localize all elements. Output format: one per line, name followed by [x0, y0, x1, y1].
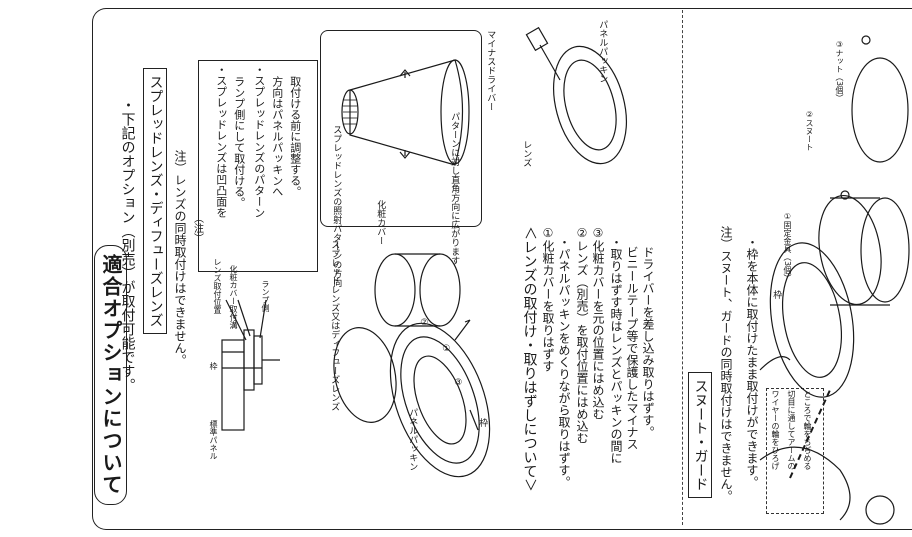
label-panel-packing: パネルパッキン: [407, 408, 418, 471]
lens-notes-box: [198, 60, 318, 272]
snoot-label-fixing-metal: ①固定金具（3個）: [783, 212, 792, 283]
removal-step-3: ③化粧カバーを元の位置にはめ込む: [591, 226, 605, 420]
label-spread-direction: スプレッドレンズの照射パターンの方向: [331, 125, 342, 287]
removal-heading: ＜レンズの取付け・取りはずしについて＞: [521, 226, 538, 492]
removal-step-4: ・取りはずす時はレンズとパッキンの間に: [609, 236, 623, 464]
label-frame-top: 枠: [209, 362, 218, 370]
removal-step-1: ①化粧カバーを取りはずす: [541, 226, 555, 372]
snoot-note: 注）スヌート、ガードの同時取付けはできません。: [719, 226, 733, 502]
label-decor-cover: 化粧カバー: [375, 200, 386, 245]
label-lens: レンズ: [521, 140, 532, 167]
label-minus-driver: マイナスドライバー: [485, 30, 496, 111]
section-divider: [682, 10, 683, 525]
snoot-label-frame: 枠: [771, 290, 782, 299]
label-frame-bottom: 枠: [477, 418, 488, 427]
handwritten-line-3: ところで輪をちぢめる: [803, 390, 812, 470]
label-lens-position: レンズ取付位置: [213, 258, 222, 314]
note-line-5: 取付ける前に調整する。: [288, 76, 302, 197]
spread-lens-pattern-drawing: [341, 59, 470, 166]
label-spread-perpendicular: パターンに対し直角方向に広がります: [449, 112, 460, 265]
handwritten-box: [766, 388, 824, 514]
label-lamp-side: ランプ側: [261, 280, 270, 312]
removal-step-2: ②レンズ（別売）を取付位置にはめ込む: [575, 226, 589, 444]
handwritten-line-1: ワイヤーの輪をひろげ: [771, 390, 780, 470]
lens-cross-section-diagram: [221, 299, 280, 431]
loose-lens-disc: [333, 327, 397, 423]
snoot-label-snoot: ②スヌート: [805, 110, 814, 151]
decor-cover-cylinder: [374, 253, 461, 327]
snoot-line-1: ・枠を本体に取付けたまま取付けができます。: [745, 236, 759, 488]
label-panel-packing-2: パネルパッキン: [597, 20, 608, 83]
lens-heading: スプレッドレンズ・ディフューズレンズ: [143, 68, 167, 334]
notes-head: （注）: [191, 213, 203, 243]
callout-1: ①: [441, 344, 452, 354]
removal-step-1-detail: ・パネルパッキンをめくりながら取りはずす。: [557, 236, 571, 488]
snoot-label-nut: ③ナット（3個）: [835, 40, 844, 103]
snoot-assembly-drawing: [759, 35, 910, 525]
note-line-2: ランプ側にして取付ける。: [232, 76, 246, 208]
page-title: 適合オプションについて: [94, 245, 127, 505]
note-line-4: 方向はパネルパッキンへ: [270, 76, 284, 197]
label-standard-panel: 標準パネル: [209, 420, 218, 460]
frame-and-packing-drawing: [389, 319, 491, 478]
lens-note: 注）レンズの同時取付けはできません。: [173, 150, 187, 366]
handwritten-line-2: 切目に通してアームの: [787, 390, 796, 470]
section-frame: [92, 8, 912, 530]
snoot-heading: スヌート・ガード: [688, 372, 712, 498]
label-cover-groove: 化粧カバー取付溝: [229, 265, 238, 329]
intro-text: ・下記のオプション（別売）が取付可能です。: [119, 98, 136, 392]
pattern-box: [320, 30, 482, 227]
lens-removal-drawing: [525, 26, 627, 165]
removal-step-6: ドライバーを差し込み取りはずす。: [641, 246, 655, 438]
note-line-3: ・スプレッドレンズのパターン: [252, 64, 266, 218]
note-line-1: ・スプレッドレンズは凹凸面を: [214, 64, 228, 218]
label-spread-or-diffuse: スプレッドレンズ又はディフューズレンズ: [329, 240, 340, 411]
callout-3: ③: [453, 378, 464, 388]
removal-step-5: ビニールテープ等で保護したマイナス: [625, 246, 639, 450]
